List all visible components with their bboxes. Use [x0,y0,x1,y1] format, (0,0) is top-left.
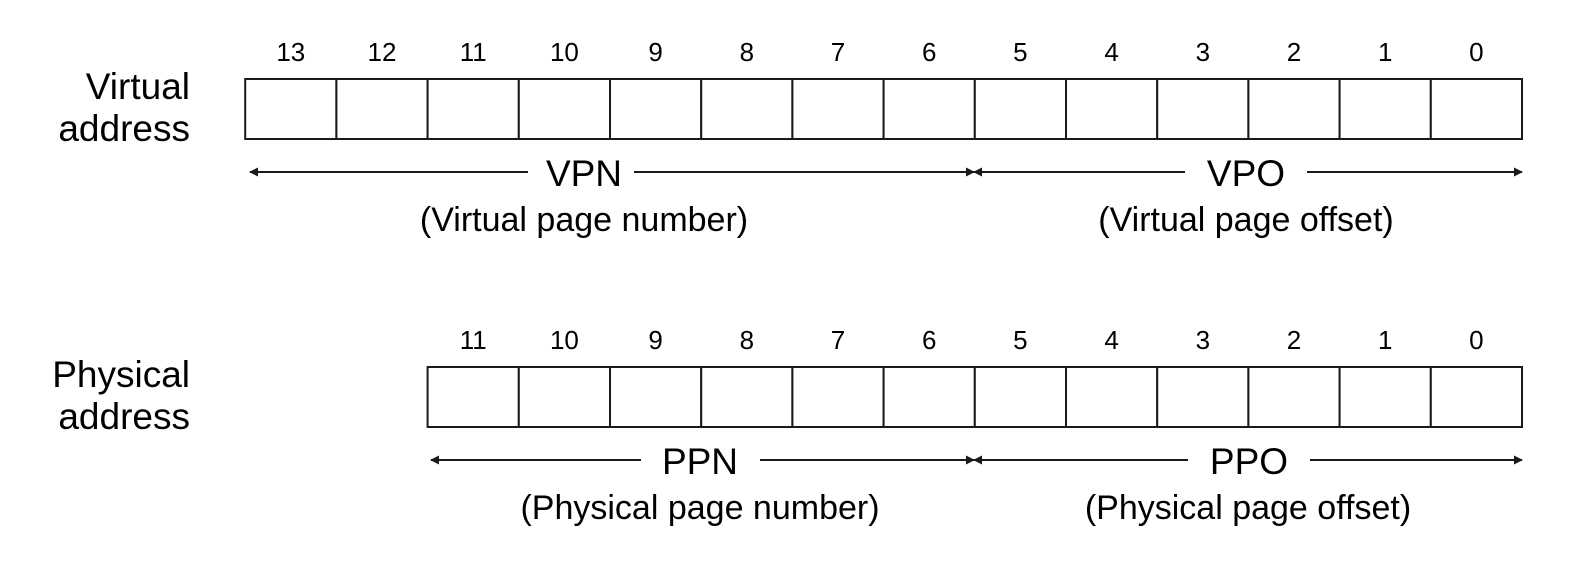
virtual-bit-cell [882,78,976,140]
physical-bit-cells [426,366,1524,428]
virtual-bit-number: 7 [831,37,845,67]
physical-bit-number: 1 [1378,325,1392,355]
virtual-bit-number: 11 [460,37,487,67]
virtual-bit-cell [335,78,429,140]
virtual-bit-cell [517,78,611,140]
ppo-description: (Physical page offset) [1085,489,1411,527]
physical-bit-number: 3 [1196,325,1210,355]
physical-label-line1: Physical [52,354,190,395]
virtual-bit-cell [791,78,885,140]
physical-bit-number: 6 [922,325,936,355]
physical-bit-cell [1065,366,1159,428]
virtual-bit-number: 0 [1469,37,1483,67]
virtual-bit-number: 10 [550,37,579,67]
vpo-description: (Virtual page offset) [1098,201,1393,239]
ppo-label: PPO [1210,441,1288,482]
virtual-bit-number: 4 [1104,37,1118,67]
vpo-label: VPO [1207,153,1285,194]
physical-bit-number: 9 [648,325,662,355]
virtual-bit-number: 3 [1196,37,1210,67]
physical-bit-cell [426,366,520,428]
virtual-bit-cell [700,78,794,140]
physical-bit-number: 5 [1013,325,1027,355]
physical-bit-number: 7 [831,325,845,355]
physical-bit-cell [973,366,1067,428]
physical-bit-number: 4 [1104,325,1118,355]
physical-bit-number: 2 [1287,325,1301,355]
physical-bit-cell [517,366,611,428]
virtual-bit-number: 5 [1013,37,1027,67]
physical-bit-cell [882,366,976,428]
vpn-description: (Virtual page number) [420,201,748,239]
physical-bit-cell [1156,366,1250,428]
physical-bit-cell [1429,366,1524,428]
physical-bit-cell [609,366,703,428]
physical-bit-number: 10 [550,325,579,355]
virtual-bit-cell [1429,78,1524,140]
physical-bit-cell [791,366,885,428]
physical-bit-number: 11 [460,325,487,355]
virtual-bit-number: 13 [276,37,305,67]
virtual-bit-cells [244,78,1524,140]
virtual-bit-number: 2 [1287,37,1301,67]
virtual-bit-number: 9 [648,37,662,67]
virtual-bit-number: 1 [1378,37,1392,67]
virtual-label-line1: Virtual [86,66,190,107]
physical-bit-cell [1247,366,1341,428]
virtual-bit-cell [1247,78,1341,140]
ppn-description: (Physical page number) [520,489,879,527]
virtual-bit-number: 6 [922,37,936,67]
virtual-bit-cell [973,78,1067,140]
physical-bit-number: 0 [1469,325,1483,355]
virtual-label-line2: address [58,108,190,149]
vpn-label: VPN [546,153,622,194]
physical-bit-cell [1338,366,1432,428]
virtual-bit-cell [244,78,338,140]
physical-label-line2: address [58,396,190,437]
virtual-bit-number: 12 [368,37,397,67]
virtual-bit-cell [1065,78,1159,140]
virtual-bit-cell [1156,78,1250,140]
ppn-label: PPN [662,441,738,482]
virtual-bit-cell [609,78,703,140]
physical-bit-cell [700,366,794,428]
virtual-bit-cell [1338,78,1432,140]
virtual-bit-number: 8 [740,37,754,67]
virtual-bit-cell [426,78,520,140]
physical-bit-number: 8 [740,325,754,355]
